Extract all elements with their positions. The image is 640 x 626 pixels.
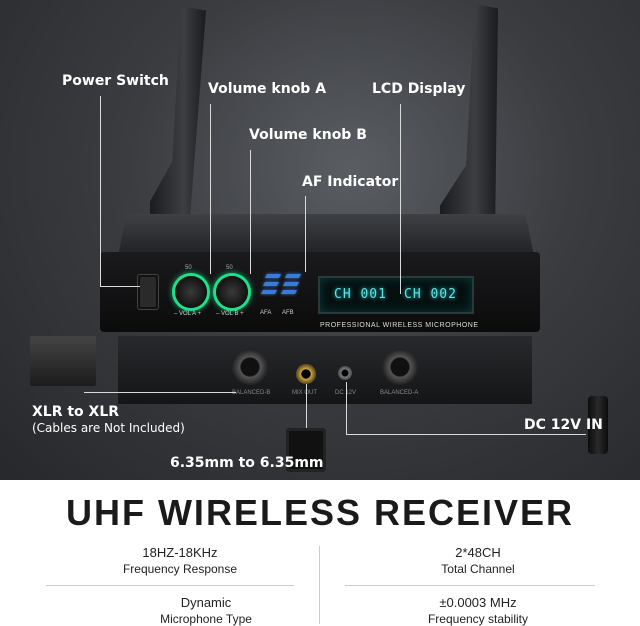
- dc-in-jack[interactable]: [338, 366, 352, 380]
- callout-xlr-note: (Cables are Not Included): [32, 421, 185, 435]
- receiver-top-panel: [118, 214, 534, 256]
- receiver-rear-panel: [118, 336, 532, 404]
- knob-b-scale: 50: [226, 265, 233, 271]
- jack-line: [306, 384, 307, 428]
- knob-b-label: – VOL B +: [216, 311, 244, 317]
- lcd-display: CH 001 CH 002: [318, 276, 474, 314]
- callout-volume-a: Volume knob A: [208, 81, 327, 97]
- af-a-label: AFA: [260, 310, 272, 316]
- lcd-line: [400, 104, 401, 294]
- xlr-output-a[interactable]: [382, 349, 418, 385]
- af-indicator-line: [305, 196, 306, 272]
- volume-b-line: [250, 150, 251, 274]
- spec-divider-left: [46, 585, 294, 586]
- rear-label-dc: DC 12V: [335, 390, 357, 396]
- product-photo: 50 50 – VOL A + – VOL B + AFA AFB CH 001…: [0, 0, 640, 480]
- af-led: [280, 290, 298, 294]
- power-switch-line-h: [100, 286, 140, 287]
- knob-a-scale: 50: [185, 265, 192, 271]
- volume-a-line: [210, 104, 211, 274]
- spec-total-channel: 2*48CH Total Channel: [338, 545, 618, 577]
- headline: UHF WIRELESS RECEIVER: [65, 492, 575, 533]
- volume-knob-b[interactable]: [216, 276, 248, 308]
- lcd-channel-b: CH 002: [404, 287, 457, 302]
- spec-frequency-response: 18HZ-18KHz Frequency Response: [40, 545, 320, 577]
- rear-label-balanced-b: BALANCED-B: [232, 390, 271, 396]
- callout-af-indicator: AF Indicator: [302, 174, 399, 190]
- callout-power-switch: Power Switch: [62, 73, 169, 89]
- right-antenna: [440, 4, 498, 228]
- power-switch[interactable]: [138, 275, 158, 309]
- af-led: [262, 282, 280, 286]
- rear-label-mix-out: MIX OUT: [292, 390, 317, 396]
- callout-lcd-display: LCD Display: [372, 81, 466, 97]
- dc-line-h: [346, 434, 586, 435]
- power-adapter-image: [588, 396, 608, 454]
- xlr-line: [84, 392, 236, 393]
- spec-value: 18HZ-18KHz: [142, 545, 218, 560]
- xlr-output-b[interactable]: [232, 349, 268, 385]
- left-antenna: [150, 6, 206, 228]
- callout-dc: DC 12V IN: [524, 417, 603, 433]
- speaker-image: [286, 428, 326, 472]
- mix-out-jack[interactable]: [296, 364, 316, 384]
- spec-frequency-stability: ±0.0003 MHz Frequency stability: [338, 595, 618, 626]
- volume-knob-a[interactable]: [175, 276, 207, 308]
- rear-label-balanced-a: BALANCED-A: [380, 390, 419, 396]
- af-led: [282, 282, 300, 286]
- spec-value: ±0.0003 MHz: [439, 595, 517, 610]
- dc-line: [346, 382, 347, 434]
- spec-label: Frequency stability: [427, 612, 529, 626]
- audio-mixer-image: [30, 336, 96, 386]
- spec-divider-right: [345, 585, 595, 586]
- spec-divider-vertical: [319, 546, 320, 624]
- spec-microphone-type: Dynamic Microphone Type: [66, 595, 346, 626]
- knob-a-label: – VOL A +: [174, 311, 201, 317]
- power-switch-line: [100, 96, 101, 286]
- spec-value: 2*48CH: [455, 545, 501, 560]
- af-b-label: AFB: [282, 310, 294, 316]
- spec-label: Microphone Type: [160, 612, 252, 626]
- callout-xlr: XLR to XLR: [32, 404, 120, 420]
- af-led: [260, 290, 278, 294]
- af-led: [284, 274, 302, 278]
- brand-strip: PROFESSIONAL WIRELESS MICROPHONE: [320, 322, 479, 329]
- spec-value: Dynamic: [180, 595, 232, 610]
- af-led: [264, 274, 282, 278]
- callout-jack: 6.35mm to 6.35mm: [170, 455, 324, 471]
- callout-volume-b: Volume knob B: [249, 127, 367, 143]
- spec-label: Frequency Response: [122, 562, 238, 576]
- lcd-channel-a: CH 001: [334, 287, 387, 302]
- spec-label: Total Channel: [441, 562, 515, 576]
